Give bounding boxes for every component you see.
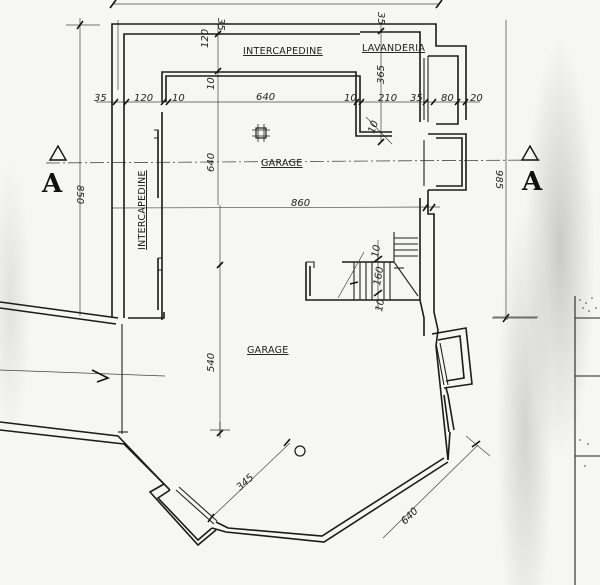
circle-marker-icon [294,445,306,457]
svg-text:365: 365 [376,65,387,84]
svg-text:35: 35 [215,18,226,31]
svg-text:860: 860 [291,198,310,209]
adjacent-drawing-fragment [574,296,600,585]
svg-text:10: 10 [366,119,381,135]
svg-text:10: 10 [370,244,383,258]
svg-text:A: A [521,167,543,197]
svg-text:10: 10 [374,298,387,312]
svg-text:10: 10 [206,77,217,90]
dimension-labels: 35 35 35 120 10 640 10 210 35 80 20 120 … [74,12,504,527]
svg-text:A: A [41,169,63,199]
crosshair-icon [210,422,230,438]
room-label-garage-lower: GARAGE [247,345,289,356]
svg-text:160: 160 [372,266,386,287]
svg-text:640: 640 [206,153,217,172]
svg-text:35: 35 [375,12,386,25]
svg-text:35: 35 [94,93,107,104]
room-label-intercapedine-top: INTERCAPEDINE [243,46,323,57]
svg-text:35: 35 [410,93,423,104]
svg-text:10: 10 [172,93,185,104]
svg-text:80: 80 [441,93,454,104]
svg-text:120: 120 [134,93,153,104]
svg-text:120: 120 [200,29,211,48]
svg-text:850: 850 [74,185,85,204]
svg-text:345: 345 [235,472,257,493]
section-marker-left: A [41,144,68,199]
column-icon [252,124,270,142]
svg-text:210: 210 [378,93,397,104]
svg-text:985: 985 [493,170,504,189]
svg-text:20: 20 [470,93,483,104]
svg-text:10: 10 [344,93,357,104]
svg-text:540: 540 [206,353,217,372]
room-label-lavanderia: LAVANDERIA [362,43,425,54]
room-label-intercapedine-left: INTERCAPEDINE [137,170,148,250]
entry-arrow-icon [0,369,166,383]
dimension-lines [66,0,538,539]
staircase [305,232,420,301]
room-label-garage-upper: GARAGE [261,158,303,169]
svg-text:640: 640 [399,506,420,527]
walls [0,23,473,547]
svg-text:640: 640 [256,92,275,103]
section-axis [45,159,541,164]
section-marker-right: A [520,144,543,197]
